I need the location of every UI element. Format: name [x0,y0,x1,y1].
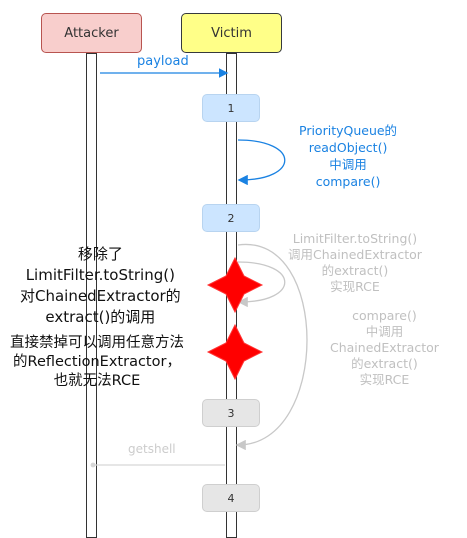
step-3-box: 3 [202,399,260,427]
victim-label: Victim [211,25,252,41]
tostring-self-loop-arrow [237,261,286,308]
victim-actor: Victim [181,13,282,53]
step-3-label: 3 [227,406,235,420]
step-1-label: 1 [227,101,235,115]
step-4-box: 4 [202,484,260,512]
step-1-box: 1 [202,94,260,122]
tostring-rce-note: LimitFilter.toString() 调用ChainedExtracto… [288,231,422,294]
removed-call-note: 移除了 LimitFilter.toString() 对ChainedExtra… [20,245,181,326]
getshell-message-label: getshell [128,442,176,456]
attacker-actor: Attacker [41,13,142,53]
payload-message-label: payload [137,54,189,69]
blocked-extractor-note: 直接禁掉可以调用任意方法 的ReflectionExtractor， 也就无法R… [10,335,184,389]
blocked-starburst-1 [206,256,264,314]
compare-self-loop-arrow [237,139,286,186]
compare-note: PriorityQueue的 readObject() 中调用 compare(… [299,123,398,189]
compare-rce-note: compare() 中调用 ChainedExtractor 的extract(… [330,308,439,387]
step-2-label: 2 [227,211,235,225]
compare-return-arrow [235,244,308,451]
attacker-label: Attacker [64,25,119,41]
step-2-box: 2 [202,204,260,232]
step-4-label: 4 [227,491,235,505]
blocked-starburst-2 [206,323,264,381]
